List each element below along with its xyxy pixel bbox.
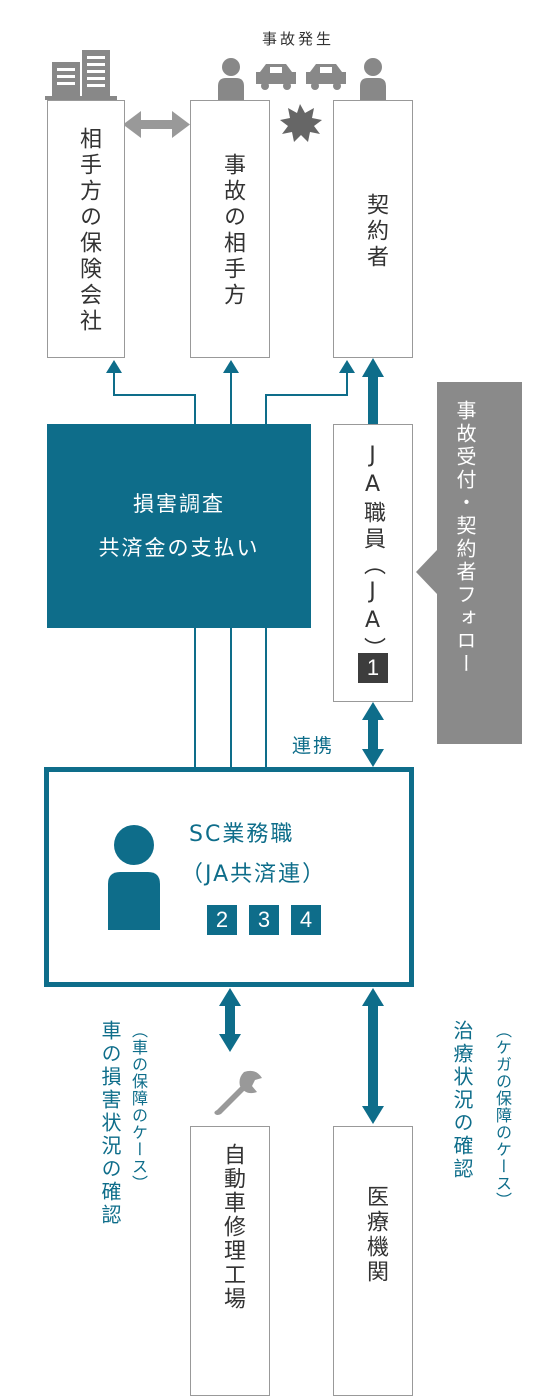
right-note-small: （ケガの保障のケース） <box>493 1022 512 1209</box>
contractor-label: 契約者 <box>363 193 388 271</box>
sc-person-icon <box>108 825 160 930</box>
person-icon-contractor <box>360 58 386 100</box>
link-label: 連携 <box>292 735 335 757</box>
sc-badge-4: 4 <box>291 905 321 935</box>
sc-badge-2: 2 <box>207 905 237 935</box>
left-note-main: 車の損害状況の確認 <box>98 1020 122 1227</box>
repair-shop-label: 自動車修理工場 <box>220 1143 245 1311</box>
ja-staff-label: JA職員（JA） <box>360 443 385 663</box>
insurer-box: 相手方の保険会社 <box>47 100 125 358</box>
car-icon-right <box>306 64 346 90</box>
contractor-box: 契約者 <box>333 100 413 358</box>
person-icon-opponent <box>218 58 244 100</box>
sc-title: SC業務職 <box>189 822 295 847</box>
building-icon <box>45 50 117 100</box>
insurer-label: 相手方の保険会社 <box>76 127 101 335</box>
accident-occurrence-label: 事故発生 <box>262 30 335 48</box>
damage-survey-payment-box: 損害調査 共済金の支払い <box>47 424 311 628</box>
sc-badge-3: 3 <box>249 905 279 935</box>
arrow-ja-to-contractor <box>362 358 384 424</box>
double-arrow-insurer-opponent <box>123 111 190 138</box>
callout-shape <box>416 382 522 744</box>
car-icon-left <box>256 64 296 90</box>
right-note-main: 治療状況の確認 <box>450 1020 474 1181</box>
left-note-small: （車の保障のケース） <box>129 1022 148 1192</box>
double-arrow-sc-medical <box>362 988 384 1124</box>
opponent-label: 事故の相手方 <box>220 153 245 309</box>
medical-label: 医療機関 <box>363 1185 388 1285</box>
repair-shop-box: 自動車修理工場 <box>190 1126 270 1396</box>
connector-center-to-top <box>113 372 348 424</box>
double-arrow-sc-repair <box>219 988 241 1052</box>
callout-label: 事故受付・契約者フォロー <box>453 400 477 676</box>
collision-burst-icon <box>280 104 322 142</box>
sc-subtitle: （JA共済連） <box>181 862 327 887</box>
connector-arrowheads <box>106 360 355 373</box>
medical-box: 医療機関 <box>333 1126 413 1396</box>
ja-staff-box: JA職員（JA） 1 <box>333 424 413 702</box>
damage-survey-label: 損害調査 <box>133 492 225 516</box>
connector-center-to-sc <box>194 628 267 768</box>
payment-label: 共済金の支払い <box>98 536 260 560</box>
opponent-box: 事故の相手方 <box>190 100 270 358</box>
wrench-icon <box>214 1070 262 1115</box>
double-arrow-ja-sc <box>362 702 384 767</box>
ja-badge-1: 1 <box>358 653 388 683</box>
